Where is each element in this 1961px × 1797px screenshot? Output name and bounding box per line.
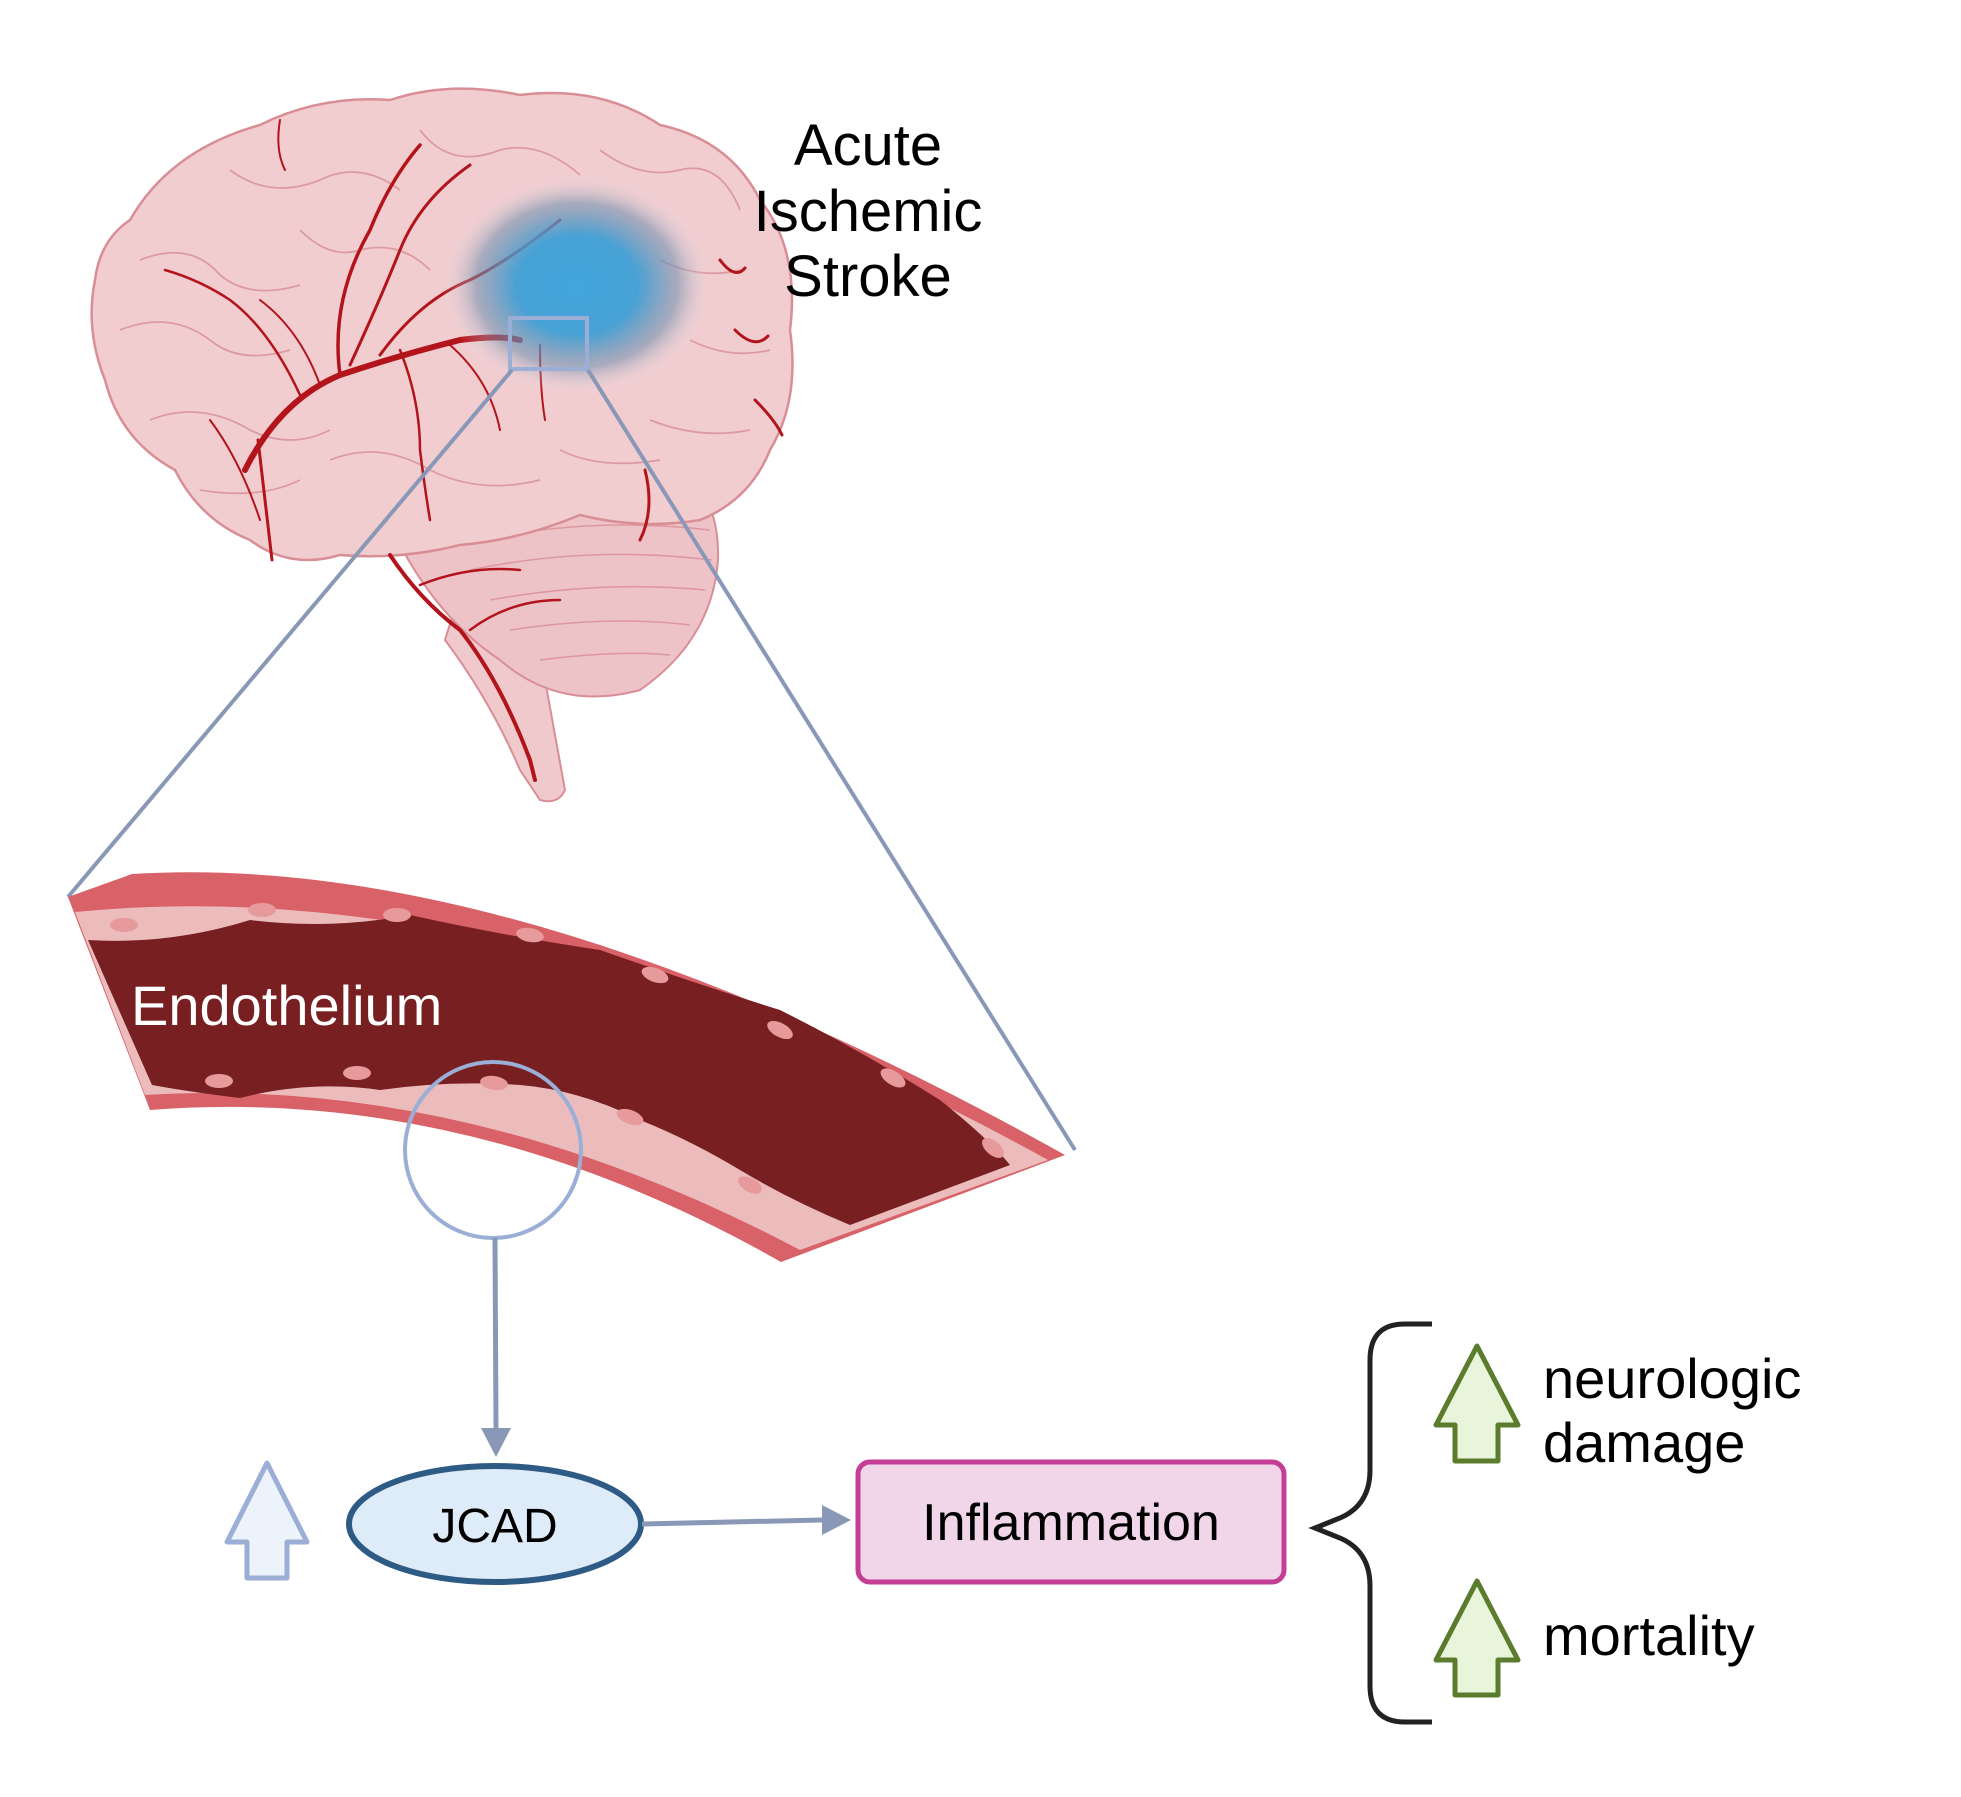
neurologic-damage-label-line1: neurologic	[1543, 1347, 1801, 1410]
ischemic-region	[442, 175, 712, 395]
mortality-up-arrow-icon	[1433, 1578, 1521, 1698]
title-line-1: Acute	[794, 113, 942, 178]
blood-vessel: Endothelium	[68, 872, 1065, 1262]
mortality-label: mortality	[1543, 1604, 1755, 1667]
endothelial-nuclei	[110, 903, 1004, 1194]
inflammation-label: Inflammation	[922, 1494, 1220, 1552]
neurologic-damage-up-arrow-icon	[1433, 1343, 1521, 1464]
outcome-neurologic-damage: neurologic damage	[1433, 1343, 1801, 1474]
endothelium-label: Endothelium	[131, 974, 442, 1037]
zoom-line-right	[586, 368, 1077, 1152]
jcad-label: JCAD	[432, 1500, 557, 1553]
focus-circle	[403, 1060, 583, 1240]
neurologic-damage-label-line2: damage	[1543, 1411, 1745, 1474]
title-line-2: Ischemic	[754, 179, 983, 244]
outcome-mortality: mortality	[1433, 1578, 1755, 1698]
pathway-connector-right	[641, 1505, 851, 1535]
jcad-node[interactable]: JCAD	[346, 1463, 644, 1585]
title-line-3: Stroke	[784, 244, 952, 309]
vessel-lumen	[88, 915, 1010, 1225]
jcad-up-arrow-icon	[224, 1460, 310, 1581]
page-title: Acute Ischemic Stroke	[754, 113, 983, 309]
curly-brace	[1308, 1321, 1432, 1725]
pathway-connector-down	[481, 1237, 511, 1457]
brain-illustration	[90, 87, 794, 803]
inflammation-node[interactable]: Inflammation	[855, 1459, 1287, 1585]
magnify-region-box	[508, 316, 589, 371]
zoom-line-left	[66, 368, 514, 899]
